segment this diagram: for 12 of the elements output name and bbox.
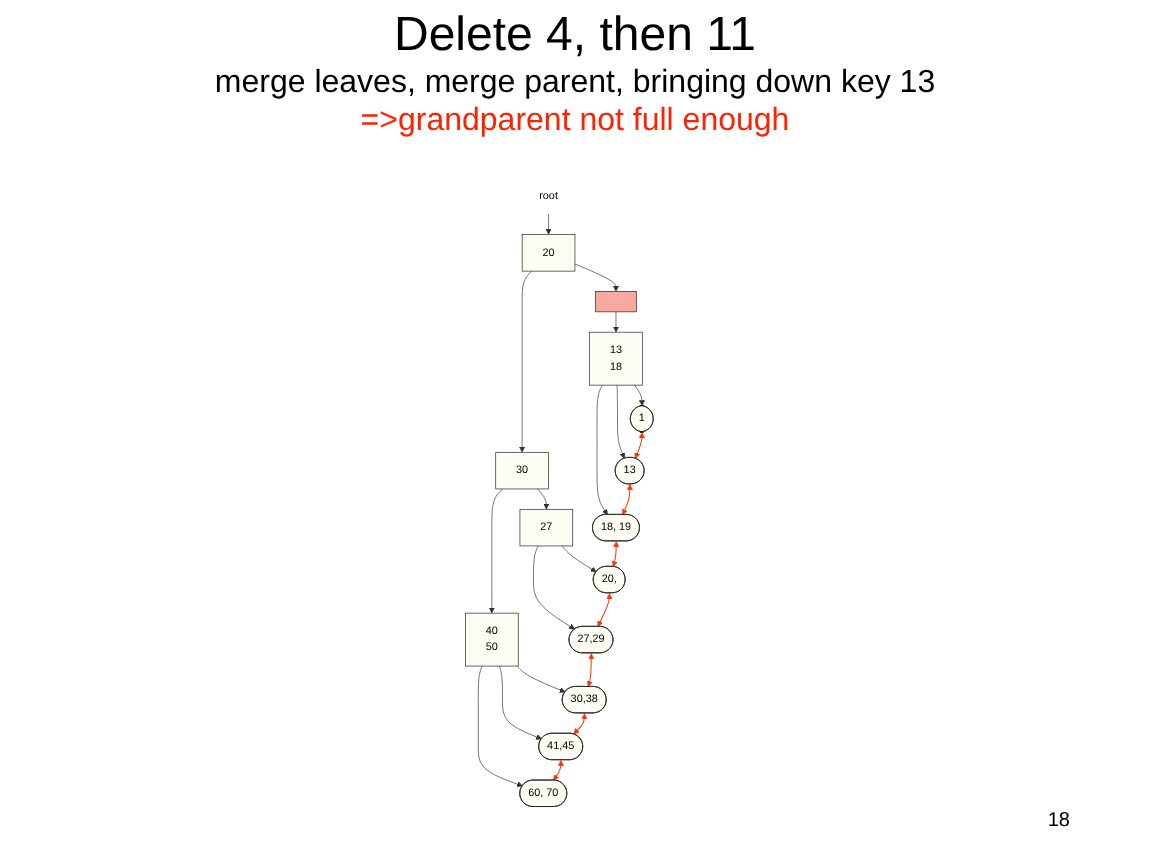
- arrow: [553, 760, 565, 781]
- note: =>grandparent not full enough: [358, 104, 792, 140]
- node-box: [595, 291, 638, 313]
- arrow: [598, 593, 613, 627]
- arrow: [635, 432, 646, 459]
- arrow: [587, 653, 595, 687]
- arrow: [612, 541, 620, 567]
- slide-title: Delete 4, then 11: [391, 8, 759, 64]
- arrow: [574, 713, 588, 735]
- arrow: [622, 484, 634, 515]
- page-number: 18: [1047, 810, 1070, 832]
- subtitle: merge leaves, merge parent, bringing down key 13: [212, 66, 938, 102]
